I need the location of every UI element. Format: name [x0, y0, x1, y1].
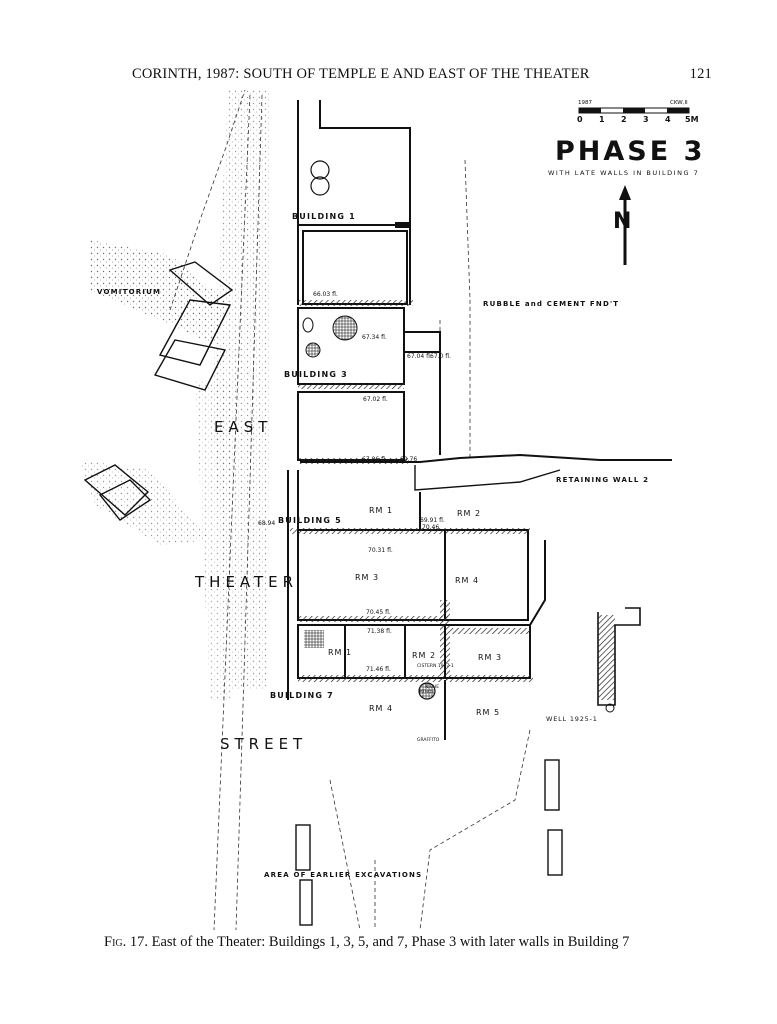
label-rubble-foundation: RUBBLE and CEMENT FND'T [483, 300, 619, 308]
label-vomitorium: VOMITORIUM [97, 288, 161, 296]
elev-13: 71.38 fl. [367, 628, 392, 635]
figure-number: Fig. 17. [104, 934, 148, 950]
wall-block-b1 [395, 222, 409, 228]
elev-8: 68.94 [258, 520, 275, 527]
label-well: WELL 1925-1 [546, 715, 598, 723]
basin-b3 [302, 317, 314, 333]
vomitorium-blocks [83, 261, 234, 521]
wall-hatch-b1 [298, 300, 413, 306]
scale-ticks: 0 1 2 3 4 5M [577, 115, 699, 124]
label-b5-rm2: RM 2 [457, 509, 481, 518]
scale-initials: CKW,II [670, 100, 688, 106]
page-number: 121 [689, 66, 712, 82]
scale-tick-3: 3 [643, 115, 649, 124]
elev-12: 70.45 fl. [366, 609, 391, 616]
label-b7-rm1: RM 1 [328, 648, 352, 657]
label-pithos: PITHOS [419, 689, 434, 694]
retaining-wall-2 [300, 453, 672, 463]
scale-tick-0: 0 [577, 115, 583, 124]
elev-5: 67.02 fl. [363, 396, 388, 403]
label-b5-rm4: RM 4 [455, 576, 479, 585]
label-b7-rm2: RM 2 [412, 651, 436, 660]
wall-hatch-b5-south [298, 616, 448, 622]
building-7-walls [297, 540, 546, 740]
cistern-b3 [332, 315, 358, 341]
label-cistern: CISTERN 1987-1 [417, 663, 454, 669]
grid-area-b7 [304, 630, 324, 648]
label-graffito: GRAFFITO [417, 737, 440, 743]
elev-1: 66.03 fl. [313, 291, 338, 298]
label-street: STREET [220, 735, 307, 753]
label-b7-rm4: RM 4 [369, 704, 393, 713]
label-building-5: BUILDING 5 [278, 516, 342, 525]
phase-title: PHASE 3 [555, 136, 705, 167]
wall-hatch-b7-rm3 [450, 628, 530, 634]
elev-11: 70.31 fl. [368, 547, 393, 554]
phase-subtitle: WITH LATE WALLS IN BUILDING 7 [548, 169, 699, 177]
elev-10: 70.46 [422, 524, 439, 531]
scale-tick-2: 2 [621, 115, 627, 124]
scale-tick-1: 1 [599, 115, 605, 124]
wall-hatch-b7 [298, 675, 533, 682]
label-building-1: BUILDING 1 [292, 212, 356, 221]
label-building-7: BUILDING 7 [270, 691, 334, 700]
scale-year: 1987 [578, 100, 592, 106]
building-1-walls [297, 100, 411, 305]
well-wall-hatch [598, 615, 615, 700]
elev-9: 69.91 fl. [420, 517, 445, 524]
label-b7-rm5: RM 5 [476, 708, 500, 717]
retaining-wall-inner [414, 465, 561, 491]
label-retaining-wall: RETAINING WALL 2 [556, 476, 649, 484]
north-letter: N [613, 209, 631, 234]
label-area-earlier-excavations: AREA OF EARLIER EXCAVATIONS [264, 871, 422, 879]
north-arrow-icon [619, 185, 631, 265]
elev-2: 67.34 fl. [362, 334, 387, 341]
label-niche: NICHE [425, 684, 439, 690]
earlier-excavation-walls [295, 759, 563, 926]
elev-3: 67.04 fl. [407, 353, 432, 360]
scale-tick-5: 5M [685, 115, 699, 124]
elev-4: 67.0 fl. [430, 353, 451, 360]
scale-tick-4: 4 [665, 115, 671, 124]
scale-bar [578, 107, 690, 114]
figure-caption: Fig. 17. East of the Theater: Buildings … [104, 934, 704, 951]
wall-hatch-b3 [298, 383, 404, 389]
label-building-3: BUILDING 3 [284, 370, 348, 379]
elevations: 66.03 fl. 67.34 fl. 67.04 fl. 67.0 fl. 6… [258, 291, 451, 673]
elev-6: 67.06 fl. [362, 456, 387, 463]
well-1925-circle [605, 703, 615, 713]
label-b5-rm1: RM 1 [369, 506, 393, 515]
wall-hatch-b5 [290, 528, 530, 534]
label-b5-rm3: RM 3 [355, 573, 379, 582]
stipple-areas [80, 90, 270, 700]
figure-caption-text: East of the Theater: Buildings 1, 3, 5, … [151, 934, 630, 950]
elev-14: 71.46 fl. [366, 666, 391, 673]
running-head-title: CORINTH, 1987: SOUTH OF TEMPLE E AND EAS… [132, 66, 590, 82]
label-b7-rm3: RM 3 [478, 653, 502, 662]
elev-7: 69.76 [400, 456, 417, 463]
building-5-walls [287, 470, 529, 700]
pithos-b3 [305, 342, 321, 358]
wells-building-1 [310, 160, 330, 196]
label-east: EAST [214, 418, 272, 436]
label-theater: THEATER [194, 573, 298, 591]
pithos-b7 [418, 682, 436, 700]
